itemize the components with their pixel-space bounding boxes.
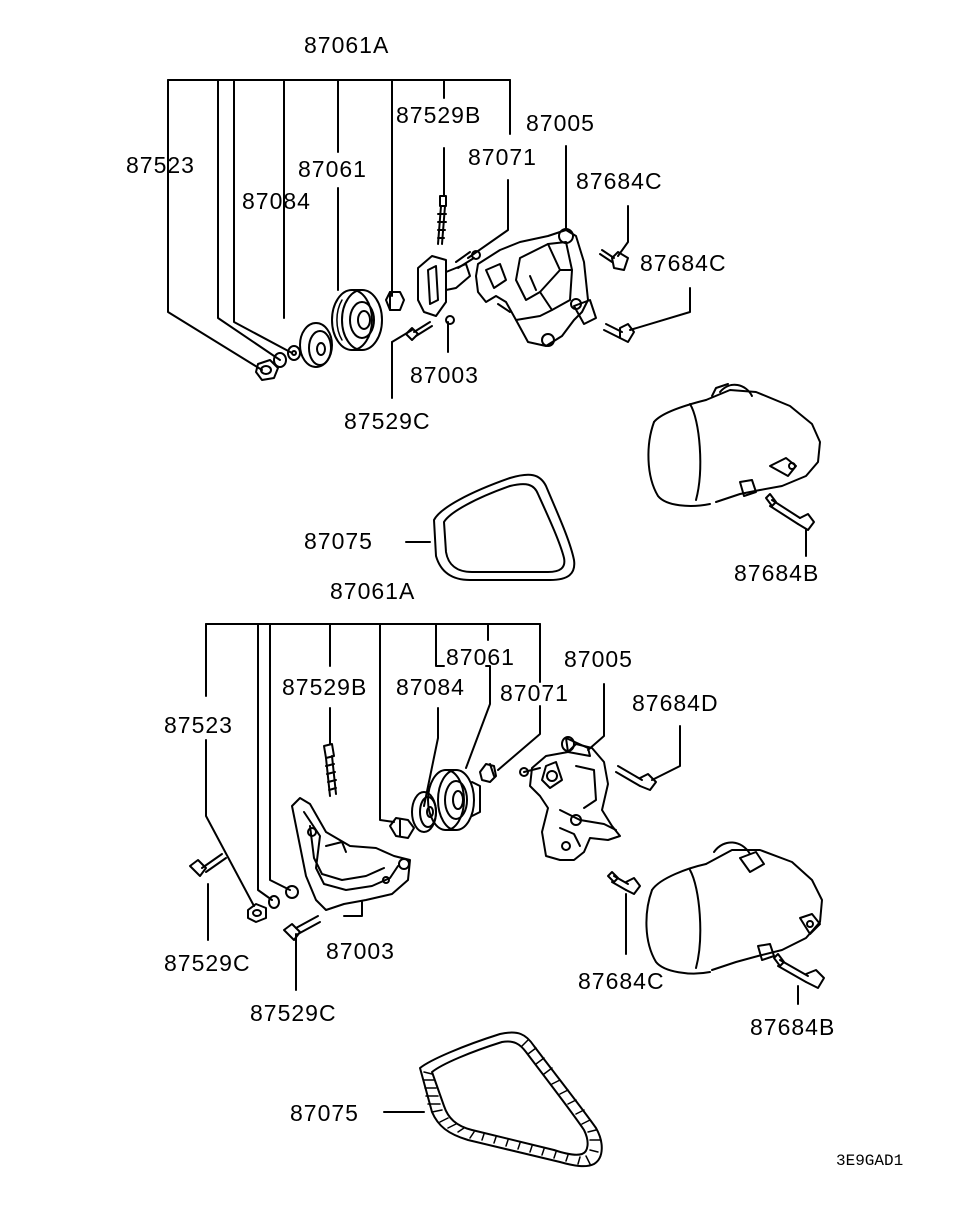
nut-icon <box>247 903 267 923</box>
bolt-icon <box>603 323 635 343</box>
ac-compressor-icon <box>647 383 821 507</box>
part-label-87005-bottom: 87005 <box>564 646 633 672</box>
idler-pulley-icon <box>427 769 481 831</box>
part-label-87075-bottom: 87075 <box>290 1100 359 1126</box>
part-label-87523-top: 87523 <box>126 152 195 178</box>
diagram-code: 3E9GAD1 <box>836 1152 904 1170</box>
part-label-87084-top: 87084 <box>242 188 311 214</box>
idler-pulley-icon <box>331 289 383 351</box>
part-label-87071-bottom: 87071 <box>500 680 569 706</box>
part-label-87684C-top-a: 87684C <box>576 168 663 194</box>
part-label-87061A-bottom: 87061A <box>330 578 416 604</box>
nut-icon <box>255 359 279 381</box>
bolt-icon <box>283 915 321 941</box>
drive-belt-icon <box>433 473 576 581</box>
part-label-87071-top: 87071 <box>468 144 537 170</box>
part-label-87529C-bottom-a: 87529C <box>164 950 251 976</box>
bottom-parts <box>189 736 825 1168</box>
washer-icon <box>273 345 301 368</box>
bolt-icon <box>405 321 433 341</box>
part-label-87061-bottom: 87061 <box>446 644 515 670</box>
spacer-icon <box>299 322 333 368</box>
bolt-icon <box>455 250 481 269</box>
bolt-icon <box>615 765 657 791</box>
part-label-87684B-top: 87684B <box>734 560 820 586</box>
bolt-icon <box>599 249 629 271</box>
bottom-leader-lines <box>205 623 799 1113</box>
part-label-87075-top: 87075 <box>304 528 373 554</box>
top-leader-lines <box>167 79 807 557</box>
part-label-87529B-top: 87529B <box>396 102 482 128</box>
part-label-87003-bottom: 87003 <box>326 938 395 964</box>
ac-compressor-icon <box>645 841 823 975</box>
part-label-87003-top: 87003 <box>410 362 479 388</box>
part-label-87005-top: 87005 <box>526 110 595 136</box>
part-label-87529C-top: 87529C <box>344 408 431 434</box>
bolt-icon <box>607 871 641 895</box>
part-label-87061-top: 87061 <box>298 156 367 182</box>
bolt-icon <box>437 195 447 245</box>
part-label-87523-bottom: 87523 <box>164 712 233 738</box>
bolt-icon <box>773 953 825 989</box>
part-label-87684C-bottom: 87684C <box>578 968 665 994</box>
part-label-87061A-top: 87061A <box>304 32 390 58</box>
spacer-icon <box>411 791 437 833</box>
part-label-87084-bottom: 87084 <box>396 674 465 700</box>
part-label-87529C-bottom-b: 87529C <box>250 1000 337 1026</box>
top-parts <box>255 195 821 581</box>
mounting-bracket-icon <box>475 228 597 347</box>
nut-icon <box>385 291 405 311</box>
part-label-87684C-top-b: 87684C <box>640 250 727 276</box>
mounting-bracket-icon <box>519 736 621 861</box>
part-label-87684B-bottom: 87684B <box>750 1014 836 1040</box>
washer-icon <box>268 885 299 909</box>
part-label-87684D-bottom: 87684D <box>632 690 719 716</box>
bolt-icon <box>323 743 337 797</box>
drive-belt-icon <box>419 1031 603 1168</box>
adjuster-bracket-icon <box>291 797 411 911</box>
bolt-icon <box>189 853 227 877</box>
collar-icon <box>479 763 497 783</box>
bolt-icon <box>765 493 815 531</box>
part-label-87529B-bottom: 87529B <box>282 674 368 700</box>
nut-icon <box>389 817 415 839</box>
